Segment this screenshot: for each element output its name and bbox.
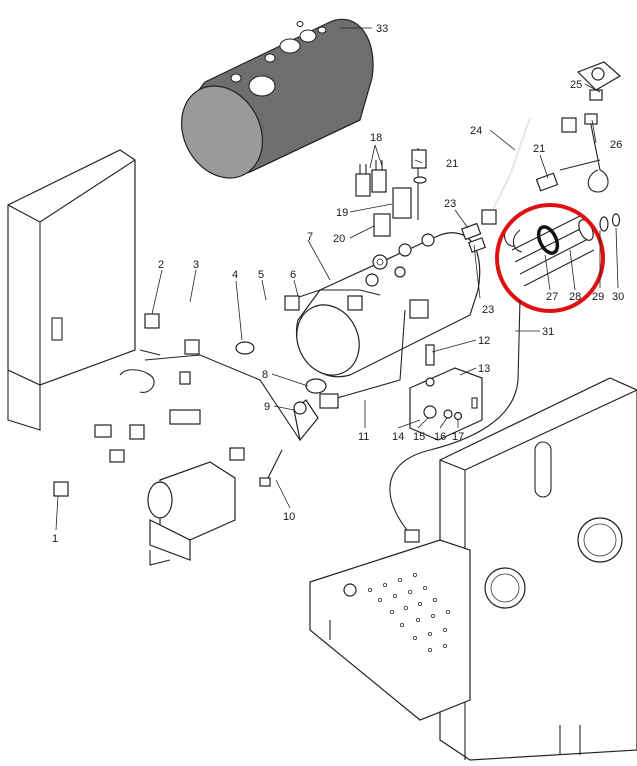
callout-20: 20 (333, 233, 345, 245)
callout-16: 16 (434, 431, 446, 443)
bracket-13 (409, 367, 483, 441)
callout-23a: 21 (533, 143, 545, 155)
callout-18: 18 (370, 132, 382, 144)
gasket-8 (305, 378, 327, 394)
fitting-9 (293, 399, 319, 442)
pump-assembly (147, 461, 236, 566)
callout-31: 30 (612, 291, 624, 303)
callout-5: 5 (258, 269, 264, 281)
boiler-cover-33 (180, 18, 374, 179)
callout-12: 12 (478, 335, 490, 347)
callout-19: 19 (336, 207, 348, 219)
pipe-3 (164, 303, 200, 355)
washer-17 (453, 411, 463, 421)
boiler-7 (296, 232, 481, 378)
pipe-25 (481, 117, 577, 225)
callout-25: 24 (470, 125, 482, 137)
nut-15 (423, 405, 437, 419)
callout-23b: 23 (444, 198, 456, 210)
callout-10: 10 (283, 511, 295, 523)
pressure-switch-26 (576, 61, 622, 101)
pipe-11 (319, 299, 429, 409)
callout-26: 25 (570, 79, 582, 91)
callout-14: 14 (392, 431, 404, 443)
leader-lines (55, 27, 619, 531)
thermostat-parts-18-21 (355, 148, 427, 237)
pipe-6 (284, 289, 381, 311)
fitting-2 (144, 313, 160, 329)
washer-16 (443, 409, 453, 419)
callout-6: 6 (290, 269, 296, 281)
callout-21: 21 (446, 158, 458, 170)
capillary-32 (389, 299, 521, 543)
left-housing (7, 149, 136, 431)
callout-2: 2 (158, 259, 164, 271)
stud-12 (425, 344, 435, 366)
callout-9: 9 (264, 401, 270, 413)
gasket-4 (235, 341, 255, 355)
callout-1: 1 (52, 533, 58, 545)
callout-30: 29 (592, 291, 604, 303)
pipe-1 (18, 448, 71, 518)
callout-29: 28 (569, 291, 581, 303)
callouts: 33 25 26 24 21 23 18 21 19 20 7 23 27 28… (52, 23, 624, 545)
callout-33: 33 (376, 23, 388, 35)
plumbing-lines (40, 349, 301, 477)
callout-17: 17 (452, 431, 464, 443)
callout-3: 3 (193, 259, 199, 271)
callout-28: 27 (546, 291, 558, 303)
elbow-5 (250, 300, 264, 337)
callout-24: 23 (482, 304, 494, 316)
callout-27: 26 (610, 139, 622, 151)
highlight-circle (495, 203, 605, 313)
lower-frame (309, 377, 637, 761)
callout-8: 8 (262, 369, 268, 381)
callout-4: 4 (232, 269, 238, 281)
callout-7: 7 (307, 231, 313, 243)
probe-10 (259, 449, 283, 487)
fittings-23 (461, 172, 559, 253)
pipe-27 (559, 113, 609, 193)
callout-15: 15 (413, 431, 425, 443)
callout-13: 13 (478, 363, 490, 375)
callout-32: 31 (542, 326, 554, 338)
callout-11: 11 (358, 431, 369, 443)
